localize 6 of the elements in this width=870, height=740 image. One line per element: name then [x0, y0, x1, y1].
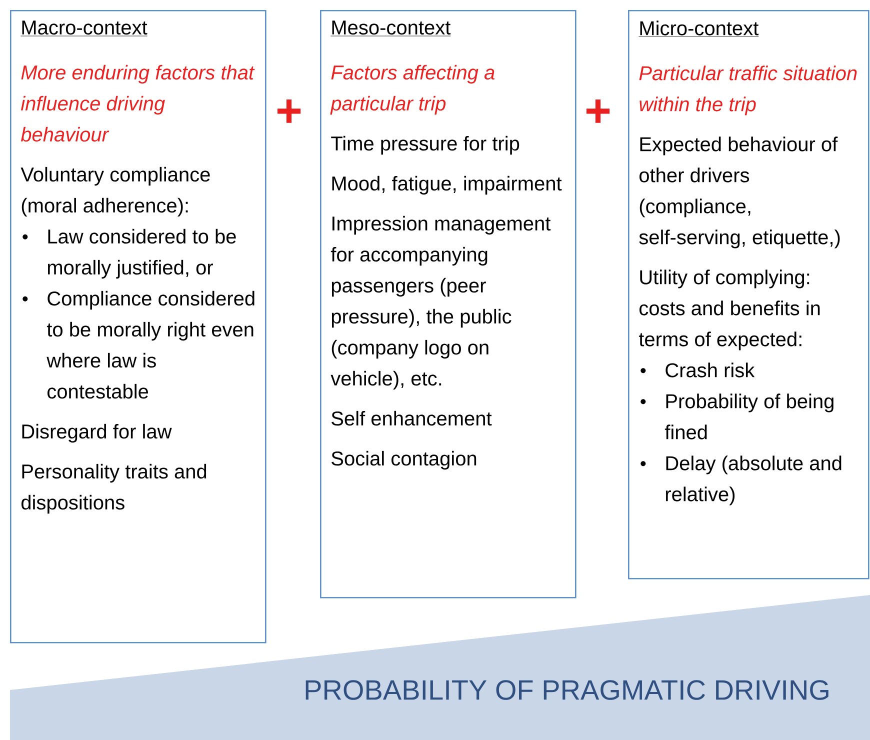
context-box: Macro-context More enduring factors that influence driving behaviour Voluntary compliance (moral adherence): Law considered to be morally justified, or Compliance considered to be morally right even where law is contestable Disregard for law Personality traits and dispositions [10, 10, 266, 644]
probability-band: PROBABILITY OF PRAGMATIC DRIVING [10, 595, 870, 740]
context-box: Meso-context Factors affecting a particular trip Time pressure for trip Mood, fatigue, impairment Impression management for accompanying passengers (peer pressure), the public (company logo on vehicle), etc. Self enhancement Social contagion [320, 10, 576, 598]
plus-sign: + [586, 100, 610, 123]
context-box: Micro-context Particular traffic situation within the trip Expected behaviour of other drivers (compliance, self-serving, etiquette,) Utility of complying: costs and benefits in terms of expected: Crash risk Probability of being fined Delay (absolute and relative) [628, 10, 870, 580]
plus-sign: + [278, 100, 301, 123]
